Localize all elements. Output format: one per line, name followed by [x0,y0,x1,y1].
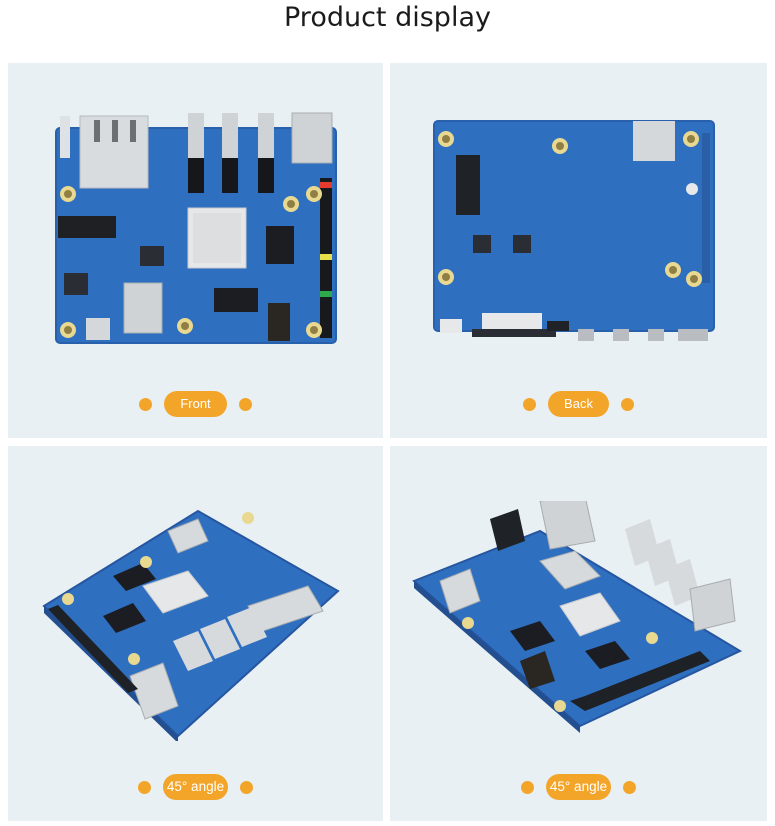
dot-right-icon [620,397,634,411]
dot-right-icon [240,780,254,794]
dot-left-icon [137,780,151,794]
caption-row: Back [390,390,767,418]
dot-left-icon [523,397,537,411]
caption-row: 45° angle [8,773,383,801]
caption-pill-angle-right: 45° angle [545,774,612,800]
board-front-image [54,108,339,348]
dot-left-icon [139,397,153,411]
gallery-card-front[interactable]: Front [8,63,383,438]
board-back-image [430,113,720,353]
page-title: Product display [284,2,491,33]
dot-right-icon [623,780,637,794]
caption-row: Front [8,390,383,418]
dot-left-icon [520,780,534,794]
caption-pill-back: Back [548,391,609,417]
caption-row: 45° angle [390,773,767,801]
caption-pill-angle-left: 45° angle [162,774,229,800]
dot-right-icon [238,397,252,411]
board-angle-right-image [410,501,750,736]
gallery-card-angle-right[interactable]: 45° angle [390,446,767,821]
gallery-card-angle-left[interactable]: 45° angle [8,446,383,821]
board-angle-left-image [38,491,358,741]
caption-pill-front: Front [164,391,227,417]
gallery-card-back[interactable]: Back [390,63,767,438]
